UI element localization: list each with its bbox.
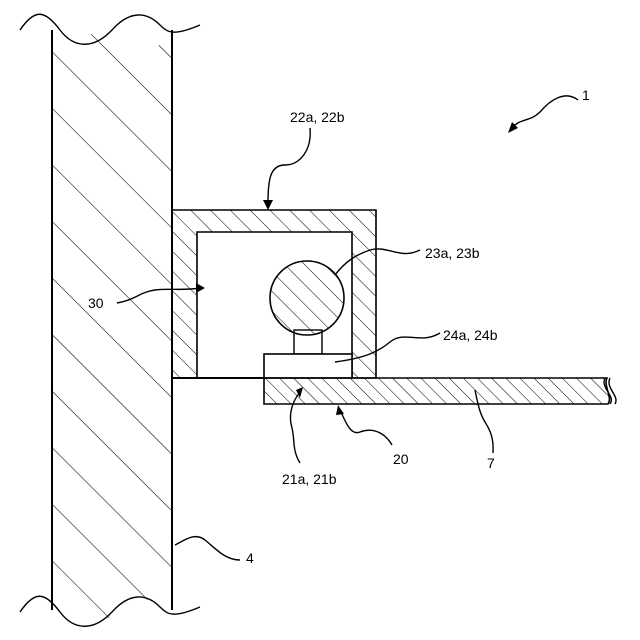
label-30: 30 (88, 295, 104, 311)
label-23: 23a, 23b (425, 245, 480, 261)
block-24 (264, 354, 352, 378)
label-4: 4 (246, 550, 254, 566)
label-24: 24a, 24b (443, 327, 498, 343)
label-21: 21a, 21b (282, 471, 337, 487)
label-1: 1 (582, 87, 590, 103)
label-7: 7 (487, 455, 495, 471)
ball-23 (270, 261, 344, 354)
plate-7 (172, 378, 616, 404)
label-22: 22a, 22b (290, 109, 345, 125)
label-20: 20 (393, 451, 409, 467)
